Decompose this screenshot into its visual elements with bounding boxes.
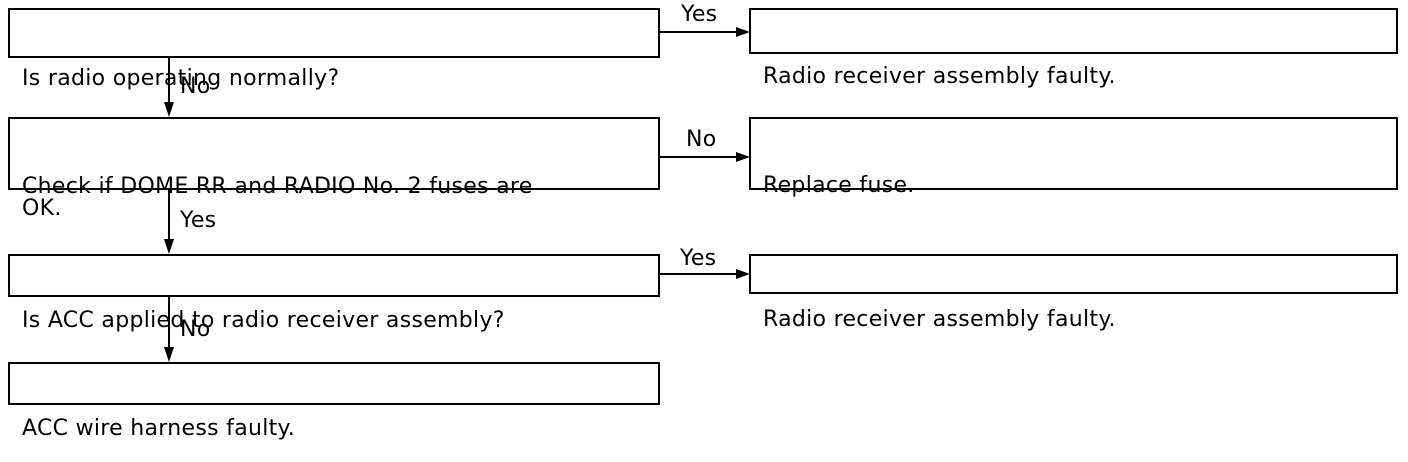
label-yes-q2: Yes <box>180 208 217 233</box>
label-no-q3: No <box>180 317 211 342</box>
question-text: Check if DOME RR and RADIO No. 2 fuses a… <box>22 174 533 221</box>
result-box-radio-receiver-faulty-1: Radio receiver assembly faulty. <box>749 8 1398 88</box>
question-text: Is radio operating normally? <box>22 66 340 91</box>
label-yes-q1: Yes <box>681 2 718 27</box>
result-box-replace-fuse: Replace fuse. <box>749 117 1398 197</box>
question-box-check-fuses: Check if DOME RR and RADIO No. 2 fuses a… <box>8 117 660 220</box>
end-text: ACC wire harness faulty. <box>22 416 296 441</box>
question-text: Is ACC applied to radio receiver assembl… <box>22 308 505 333</box>
label-no-q1: No <box>180 74 211 99</box>
result-box-radio-receiver-faulty-2: Radio receiver assembly faulty. <box>749 254 1398 331</box>
question-box-acc-applied: Is ACC applied to radio receiver assembl… <box>8 254 660 332</box>
label-no-q2: No <box>686 127 717 152</box>
arrowhead-q3-r3 <box>736 269 750 279</box>
result-text: Replace fuse. <box>763 173 915 198</box>
result-text: Radio receiver assembly faulty. <box>763 64 1116 89</box>
arrowhead-q1-r1 <box>736 27 750 37</box>
question-box-radio-operating: Is radio operating normally? <box>8 8 660 90</box>
label-yes-q3: Yes <box>680 246 717 271</box>
arrowhead-q2-r2 <box>736 152 750 162</box>
end-box-acc-harness-faulty: ACC wire harness faulty. <box>8 362 660 440</box>
result-text: Radio receiver assembly faulty. <box>763 307 1116 332</box>
